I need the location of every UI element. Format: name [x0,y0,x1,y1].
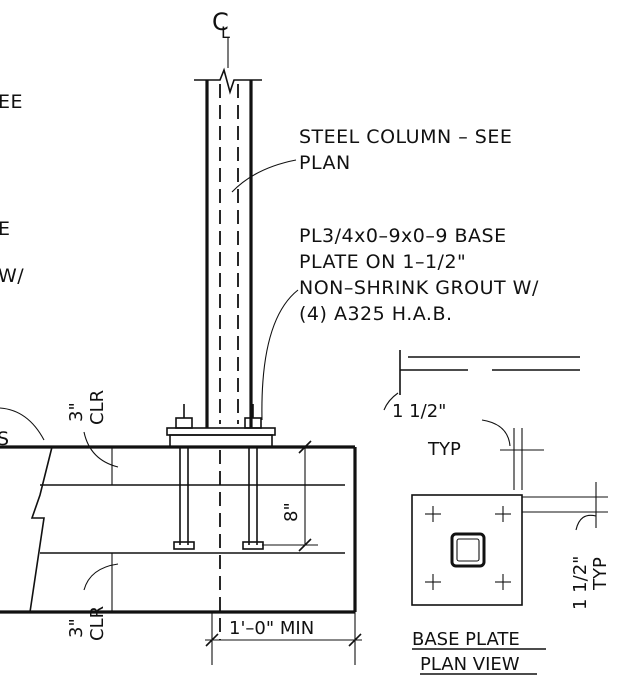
steel-column-note: STEEL COLUMN – SEE PLAN [231,126,512,193]
base-plate-note-line4: (4) A325 H.A.B. [299,303,453,325]
left-fragment-2: E [0,218,11,240]
dim-min-tick-right [348,633,362,647]
plan-bolt-hole-bl [425,574,441,590]
typ-dimension-top: 1 1/2" TYP [383,350,580,490]
base-plate-leader [261,289,299,421]
typ-top-leader [383,392,399,411]
clr-bottom-label: CLR [87,606,108,641]
plan-bolt-hole-tr [495,506,511,522]
typ-right-arc [575,514,597,531]
dim-min-tick-left [205,633,219,647]
plan-bolt-hole-br [495,574,511,590]
plan-view-title-line2: PLAN VIEW [420,654,520,675]
left-fragment-1: EE [0,91,23,113]
clr-bottom-value: 3" [66,618,87,638]
bolt-right-nut [242,541,264,550]
base-plate-plan-view: BASE PLATE PLAN VIEW [411,494,546,675]
base-plate-note: PL3/4x0–9x0–9 BASE PLATE ON 1–1/2" NON–S… [261,225,539,421]
bolt-left-nut [173,541,195,550]
left-fragment-4: S [0,428,10,450]
centerline-sub-letter: L [221,23,230,42]
left-fragment-3: W/ [0,265,24,287]
plan-view-title-line1: BASE PLATE [412,629,520,650]
clear-cover-top: 3" CLR [66,390,119,485]
plan-bolt-hole-tl [425,506,441,522]
plan-column-outer [450,532,486,568]
dim-8-text: 8" [281,502,302,522]
foundation-break-line [29,446,53,613]
typ-right-label: TYP [590,557,611,591]
typ-top-value: 1 1/2" [392,401,446,422]
clr-bottom-arc [83,563,119,591]
foundation-beam [0,445,357,614]
nut-top-left [175,417,193,429]
clr-top-label: CLR [87,390,108,425]
clr-top-value: 3" [66,402,87,422]
centerline-letter: C [212,8,229,36]
base-plate-assembly [166,404,276,448]
anchor-bolts [173,447,264,640]
left-clipped-notes: EE E W/ S [0,91,45,450]
plan-column-inner [456,538,480,562]
column-break-line [194,67,262,95]
dim-8-tick-bottom [298,538,312,552]
steel-column [194,67,262,428]
base-plate-note-line3: NON–SHRINK GROUT W/ [299,277,539,299]
typ-top-label: TYP [427,439,461,460]
clear-cover-bottom: 3" CLR [66,553,119,641]
typ-dimension-right: 1 1/2" TYP [522,482,611,610]
base-plate [166,427,276,436]
dim-8-tick-top [298,440,312,454]
dim-min-text: 1'–0" MIN [229,618,314,639]
nut-top-right [244,417,262,429]
dimension-8in: 8" [262,440,318,552]
left-leader [0,407,45,441]
steel-column-note-line1: STEEL COLUMN – SEE [299,126,512,148]
grout-bed [169,434,273,448]
base-plate-note-line1: PL3/4x0–9x0–9 BASE [299,225,507,247]
base-plate-note-line2: PLATE ON 1–1/2" [299,251,466,273]
steel-column-note-line2: PLAN [299,152,351,174]
steel-column-leader [231,159,297,193]
centerline-symbol: C L [212,8,230,68]
typ-right-value: 1 1/2" [570,556,591,610]
plan-plate-outline [411,494,523,606]
dimension-min: 1'–0" MIN [205,612,362,665]
clr-top-arc [83,431,119,468]
typ-top-arc [481,419,511,447]
